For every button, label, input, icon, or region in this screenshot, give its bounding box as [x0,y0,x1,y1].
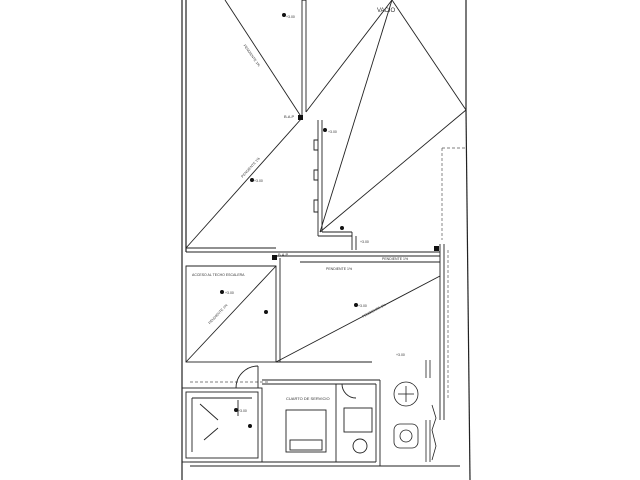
label-level-5: +3.00 [358,304,367,308]
equipment [393,360,437,462]
label-level-3: +3.00 [254,179,263,183]
outer-walls [181,0,471,480]
label-level-8: +3.00 [396,353,405,357]
drain-markers [220,13,439,428]
label-bap-lower: B.A.P [278,252,289,257]
roof-section-lower-left [185,258,441,363]
label-level-4: +3.00 [225,291,234,295]
label-level-1: +3.00 [286,15,295,19]
dashed-lines [190,147,466,400]
label-stair-access: ACCESO AL TECHO ESCALERA [192,273,245,277]
label-level-2: +3.00 [328,130,337,134]
label-slope-6: PENDIENTE 1% [382,257,408,261]
label-level-6: +3.00 [360,240,369,244]
label-service-room: CUARTO DE SERVICIO [286,396,330,401]
middle-band [276,244,445,420]
roof-section-upper-left [185,0,307,253]
label-slope-3: PENDIENTE 1% [208,303,229,325]
label-level-7: +3.00 [238,409,247,413]
label-bap-upper: B.A.P [284,114,295,119]
label-slope-1: PENDIENTE 1% [243,44,261,68]
void-region [305,0,467,250]
label-vacio: VACIO [377,8,396,14]
label-slope-5: PENDIENTE 1% [326,267,352,271]
lower-rooms [181,365,460,467]
